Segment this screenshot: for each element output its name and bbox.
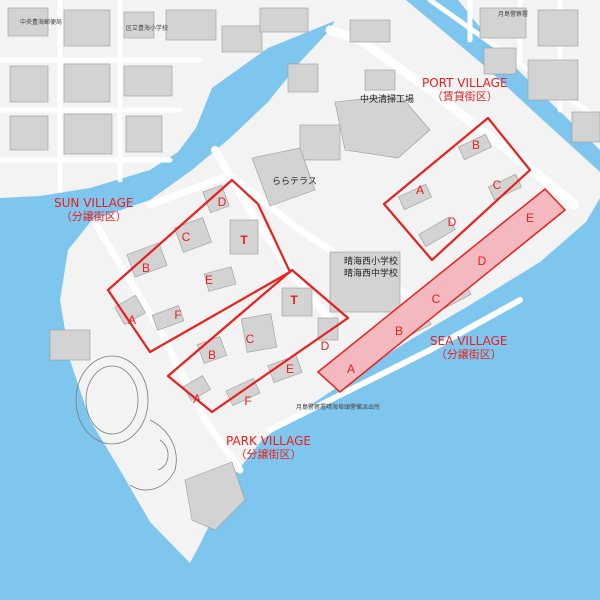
park-village-name: PARK VILLAGE — [226, 434, 311, 448]
park-block-b: B — [207, 348, 217, 362]
park-block-e: E — [285, 362, 295, 376]
park-block-f: F — [244, 394, 252, 408]
sea-block-b: B — [394, 324, 404, 338]
sun-block-d: D — [217, 195, 227, 209]
park-village-label: PARK VILLAGE （分譲街区） — [226, 434, 311, 462]
sun-block-c: C — [181, 230, 191, 244]
lala-terrace-label: ららテラス — [272, 177, 317, 187]
port-village-label: PORT VILLAGE （賃貸街区） — [422, 76, 508, 104]
park-block-t: T — [290, 293, 298, 307]
sea-village-name: SEA VILLAGE — [430, 334, 508, 348]
sea-block-e: E — [525, 211, 535, 225]
sea-village-sub: （分譲街区） — [435, 348, 502, 361]
police-box-label: 月島警察署晴海埠頭警備派出所 — [296, 404, 381, 411]
port-block-c: C — [492, 178, 502, 192]
sun-block-t: T — [240, 233, 248, 247]
park-village-boundary — [166, 268, 350, 414]
sea-village-label: SEA VILLAGE （分譲街区） — [430, 334, 508, 362]
park-block-a: A — [192, 392, 202, 406]
sea-block-d: D — [477, 254, 487, 268]
sun-village-sub: （分譲街区） — [60, 210, 127, 223]
school-label-elementary: 晴海西小学校 — [344, 257, 399, 267]
sun-village-name: SUN VILLAGE — [54, 196, 134, 210]
park-village-sub: （分譲街区） — [235, 448, 302, 461]
park-block-d: D — [320, 339, 330, 353]
cleaning-plant-label: 中央清掃工場 — [360, 95, 415, 105]
sun-block-e: E — [204, 273, 214, 287]
park-block-c: C — [245, 332, 255, 346]
sea-block-a: A — [346, 362, 356, 376]
port-block-a: A — [415, 183, 425, 197]
sea-village-parcel — [316, 187, 567, 393]
sea-block-c: C — [431, 292, 441, 306]
waterfront-park — [75, 355, 177, 491]
sun-block-f: F — [174, 308, 182, 322]
toyomi-school-label: 区立豊海小学校 — [126, 25, 169, 32]
village-boundaries — [106, 116, 532, 414]
police-station-label: 月島警察署 — [498, 11, 529, 18]
buildings — [7, 7, 600, 531]
port-block-b: B — [471, 138, 481, 152]
post-office-label: 中央豊海郵便局 — [20, 19, 63, 26]
port-village-sub: （賃貸街区） — [431, 90, 498, 103]
sun-block-b: B — [141, 261, 151, 275]
port-village-name: PORT VILLAGE — [422, 76, 508, 90]
port-block-d: D — [447, 215, 457, 229]
port-village-boundary — [382, 116, 532, 262]
sun-village-boundary — [106, 178, 292, 354]
sun-block-a: A — [127, 313, 137, 327]
sun-village-label: SUN VILLAGE （分譲街区） — [54, 196, 133, 224]
school-label-junior-high: 晴海西中学校 — [344, 269, 399, 279]
